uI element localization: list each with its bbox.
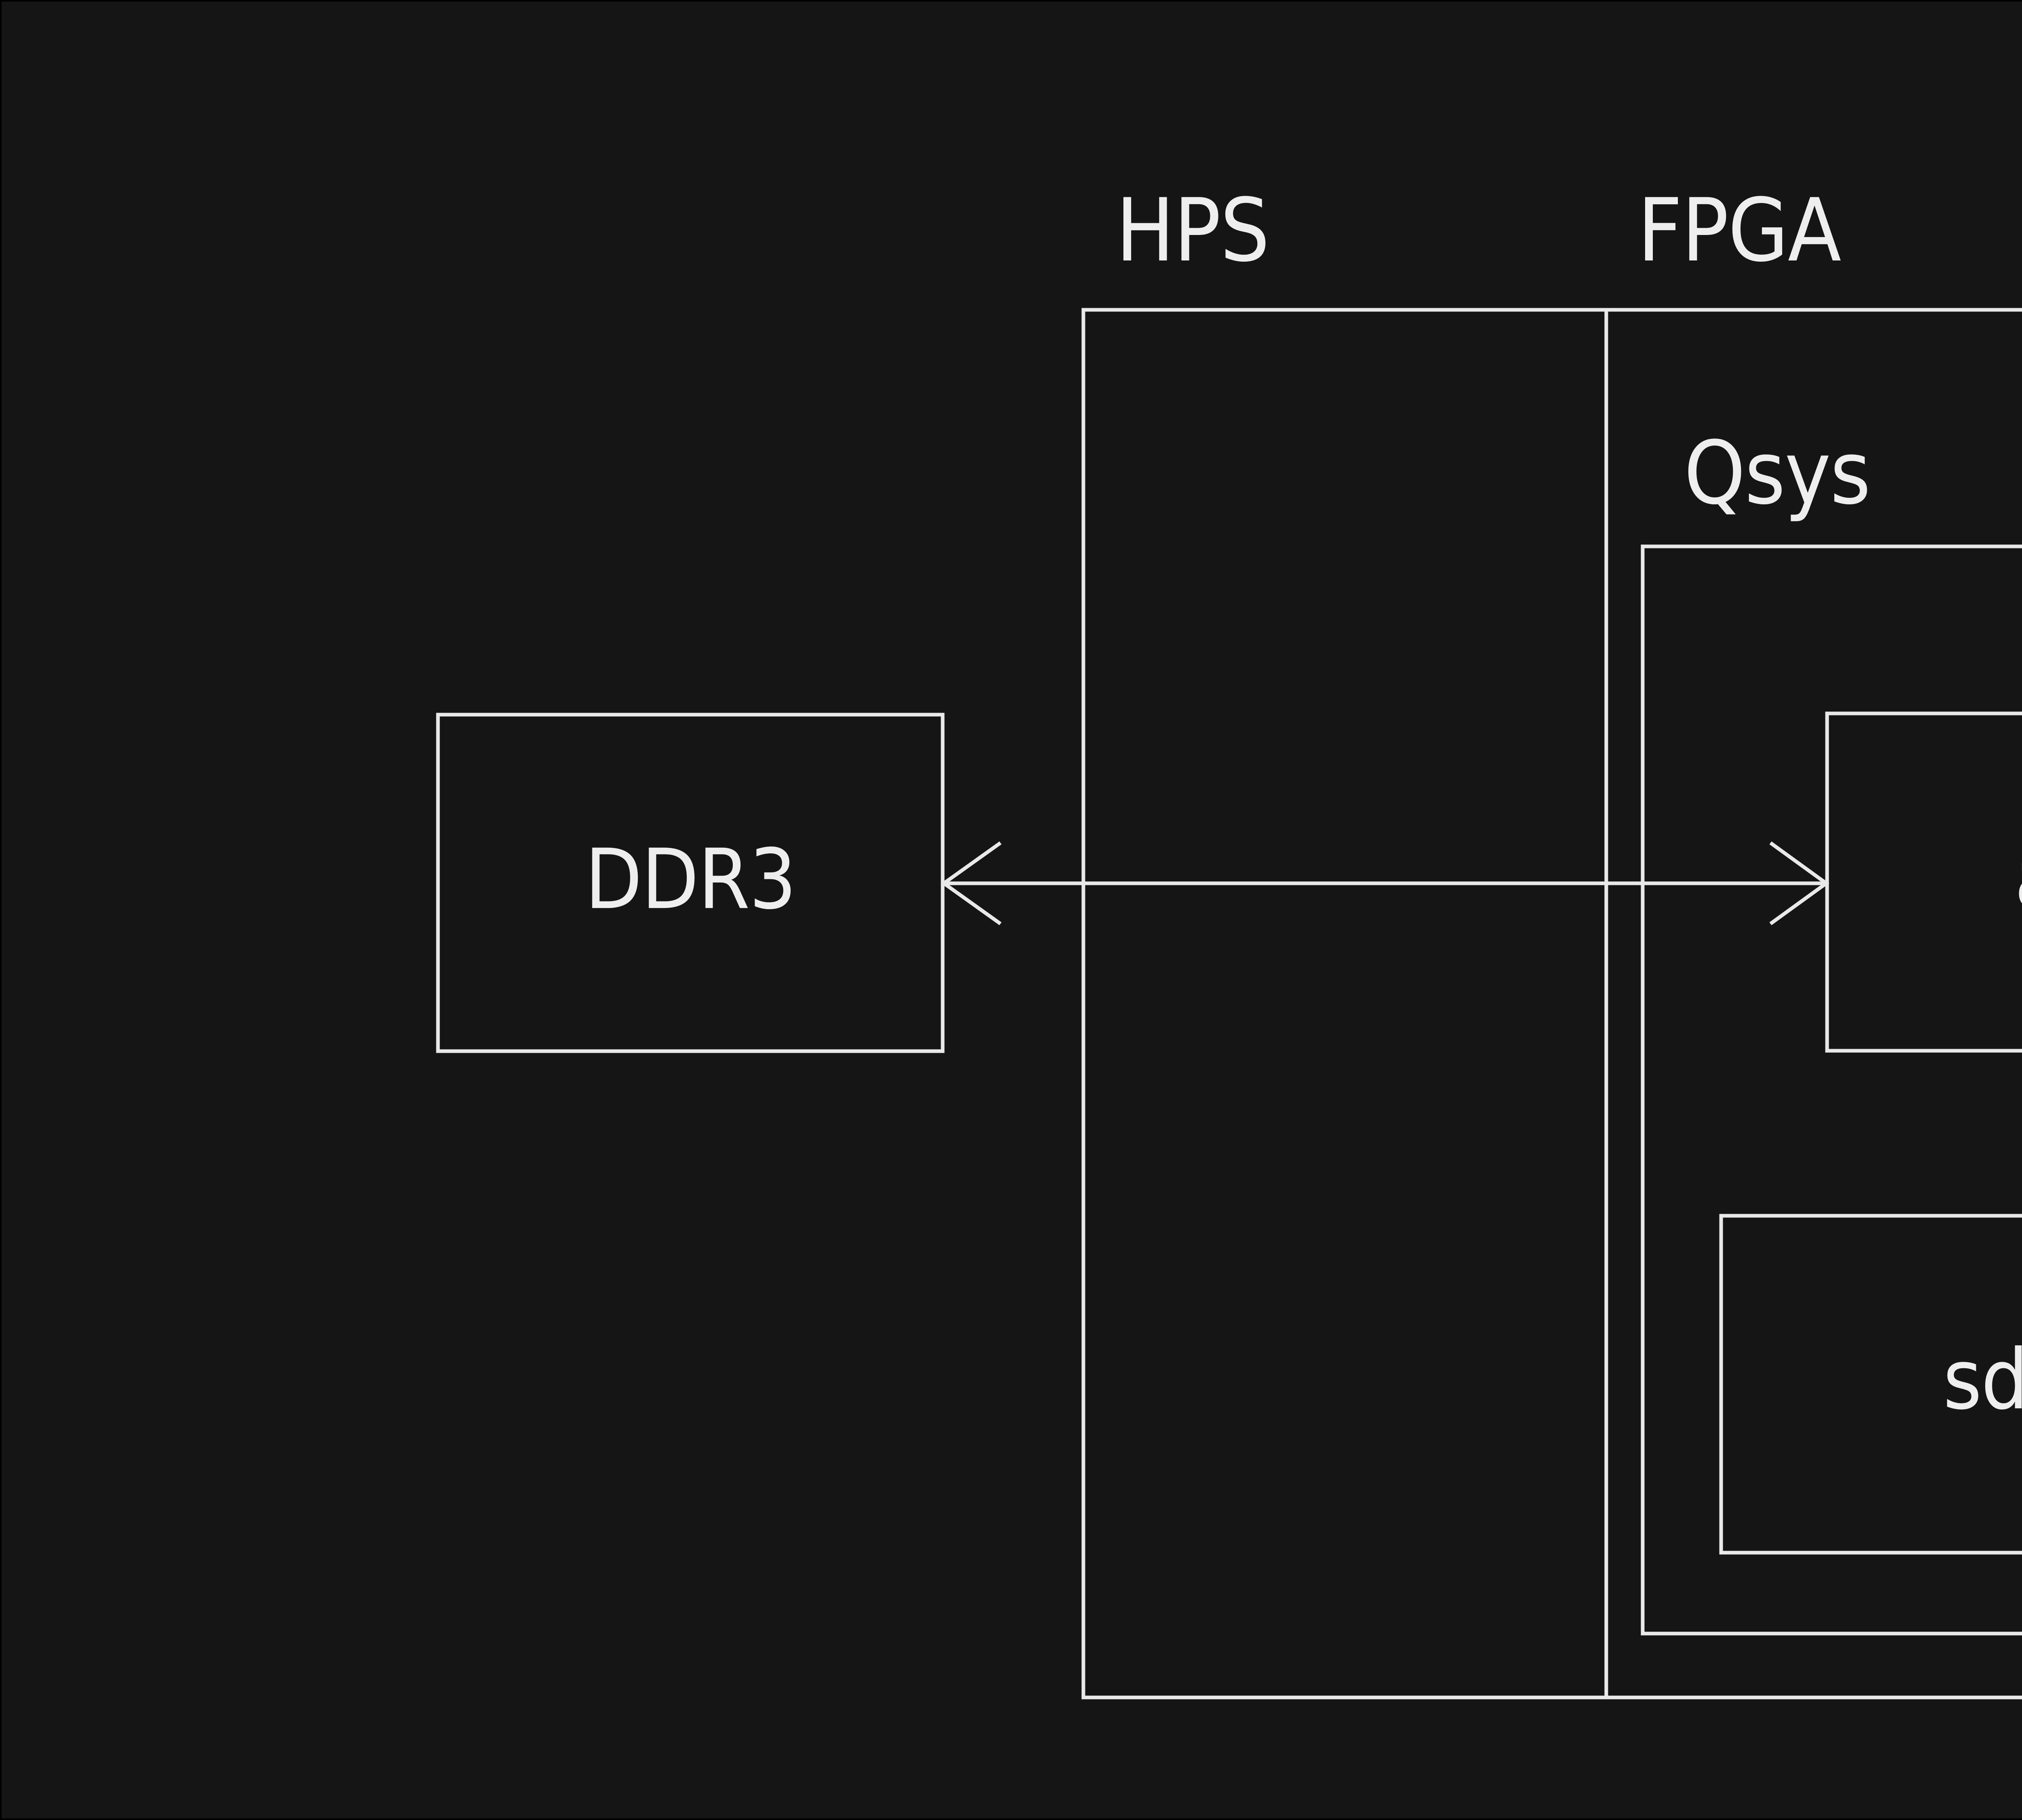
ddr3-block-label: DDR3 — [585, 832, 796, 928]
altera-hps-block[interactable] — [1825, 711, 2022, 1053]
altera-hps-block-label: altera_hps — [2014, 830, 2022, 927]
sdram-control-block-label: sdram_control — [1943, 1332, 2022, 1428]
connection-ddr3-altera-hps — [941, 841, 1830, 925]
soc-outer-container — [1081, 308, 2022, 1699]
qsys-region-label: Qsys — [1684, 422, 1870, 524]
sdram-control-block[interactable] — [1719, 1214, 2022, 1555]
hps-region-label: HPS — [1116, 180, 1269, 281]
arrowhead-toward-altera-hps — [1769, 841, 1830, 925]
arrowhead-toward-ddr3 — [941, 841, 1002, 925]
fpga-region-label: FPGA — [1637, 180, 1841, 281]
qsys-container — [1641, 544, 2022, 1636]
